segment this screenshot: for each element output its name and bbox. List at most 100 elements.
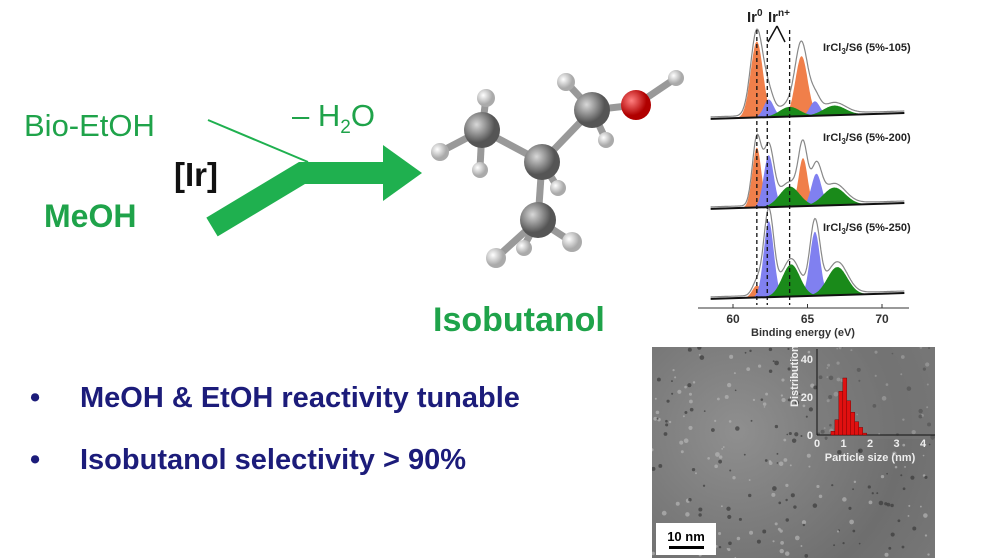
nanoparticle xyxy=(816,484,820,489)
nanoparticle xyxy=(817,432,821,435)
nanoparticle xyxy=(848,506,852,510)
nanoparticle xyxy=(906,386,912,391)
nanoparticle xyxy=(902,418,905,421)
nanoparticle xyxy=(654,397,657,400)
nanoparticle xyxy=(827,363,831,367)
nanoparticle xyxy=(806,453,811,458)
xps-baseline xyxy=(710,112,905,120)
xps-baseline xyxy=(710,292,905,300)
nanoparticle xyxy=(801,520,807,525)
nanoparticle xyxy=(774,522,778,526)
nanoparticle xyxy=(757,364,762,368)
nanoparticle xyxy=(772,540,775,543)
nanoparticle xyxy=(794,400,800,405)
nanoparticle xyxy=(902,443,906,447)
nanoparticle xyxy=(707,457,710,460)
nanoparticle xyxy=(672,369,675,372)
nanoparticle xyxy=(785,498,788,502)
nanoparticle xyxy=(794,432,799,437)
nanoparticle xyxy=(665,419,668,423)
nanoparticle xyxy=(732,476,736,480)
nanoparticle xyxy=(871,492,874,495)
nanoparticle xyxy=(691,467,696,472)
nanoparticle xyxy=(722,446,725,448)
inset-y-tick-label: 0 xyxy=(807,430,813,442)
nanoparticle xyxy=(908,504,911,507)
nanoparticle xyxy=(680,450,684,454)
nanoparticle xyxy=(727,548,731,552)
nanoparticle xyxy=(684,385,687,389)
nanoparticle xyxy=(736,536,741,541)
inset-x-tick-label: 1 xyxy=(840,438,846,450)
nanoparticle xyxy=(824,436,828,440)
nanoparticle xyxy=(663,432,668,436)
nanoparticle xyxy=(756,539,761,544)
nanoparticle xyxy=(804,554,809,558)
scale-bar-label: 10 nm xyxy=(667,529,705,544)
xps-spectrum: IrCl3/S6 (5%-200) xyxy=(710,132,911,210)
nanoparticle xyxy=(787,367,791,371)
bullet-text: Isobutanol selectivity > 90% xyxy=(80,444,467,476)
nanoparticle xyxy=(715,452,720,457)
nanoparticle xyxy=(788,431,792,436)
xps-chart: IrCl3/S6 (5%-105)IrCl3/S6 (5%-200)IrCl3/… xyxy=(698,8,911,339)
nanoparticle xyxy=(695,472,697,475)
hydrogen-atom xyxy=(472,162,488,178)
nanoparticle xyxy=(656,377,661,382)
nanoparticle xyxy=(717,531,722,536)
nanoparticle xyxy=(787,347,790,351)
nanoparticle xyxy=(922,454,925,457)
bullet-item: • MeOH & EtOH reactivity tunable xyxy=(30,382,520,415)
nanoparticle xyxy=(816,439,819,442)
nanoparticle xyxy=(850,459,853,462)
nanoparticle xyxy=(668,420,672,424)
inset-x-tick-label: 2 xyxy=(867,438,873,450)
nanoparticle xyxy=(813,385,818,390)
nanoparticle xyxy=(785,518,789,522)
xps-peak xyxy=(794,231,836,297)
nanoparticle xyxy=(778,501,782,505)
nanoparticle xyxy=(927,422,931,427)
bullet-text: MeOH & EtOH reactivity tunable xyxy=(80,382,520,414)
nanoparticle xyxy=(726,382,732,388)
nanoparticle xyxy=(900,355,905,359)
carbon-atom xyxy=(574,92,610,128)
nanoparticle xyxy=(856,413,858,416)
nanoparticle xyxy=(892,451,897,456)
nanoparticle xyxy=(735,426,740,431)
nanoparticle xyxy=(918,414,923,419)
reaction-arrow-head xyxy=(383,145,422,201)
nanoparticle xyxy=(762,402,767,406)
nanoparticle xyxy=(886,472,888,475)
hydrogen-atom xyxy=(486,248,506,268)
hydrogen-atom xyxy=(550,180,566,196)
nanoparticle xyxy=(653,416,658,421)
nanoparticle xyxy=(787,398,791,402)
nanoparticle xyxy=(867,485,871,489)
nanoparticle xyxy=(874,350,878,354)
oxygen-atom xyxy=(621,90,651,120)
nanoparticle xyxy=(689,399,693,404)
nanoparticle xyxy=(826,399,830,403)
histogram-bar xyxy=(830,430,836,436)
nanoparticle xyxy=(808,465,811,468)
nanoparticle xyxy=(702,484,706,487)
nanoparticle xyxy=(729,354,734,359)
xps-peak xyxy=(748,155,789,208)
nanoparticle xyxy=(911,430,916,435)
nanoparticle xyxy=(826,367,829,369)
nanoparticle xyxy=(778,461,784,466)
nanoparticle xyxy=(781,397,786,403)
nanoparticle xyxy=(765,392,769,396)
nanoparticle xyxy=(720,505,723,508)
nanoparticle xyxy=(661,510,667,516)
nanoparticle xyxy=(744,351,747,354)
nanoparticle xyxy=(652,448,654,452)
nanoparticle xyxy=(674,376,677,379)
nanoparticle xyxy=(710,428,715,432)
nanoparticle xyxy=(652,466,656,471)
histogram-bar xyxy=(834,419,840,436)
nanoparticle xyxy=(671,392,674,395)
nanoparticle xyxy=(924,534,928,537)
nanoparticle xyxy=(781,378,785,382)
